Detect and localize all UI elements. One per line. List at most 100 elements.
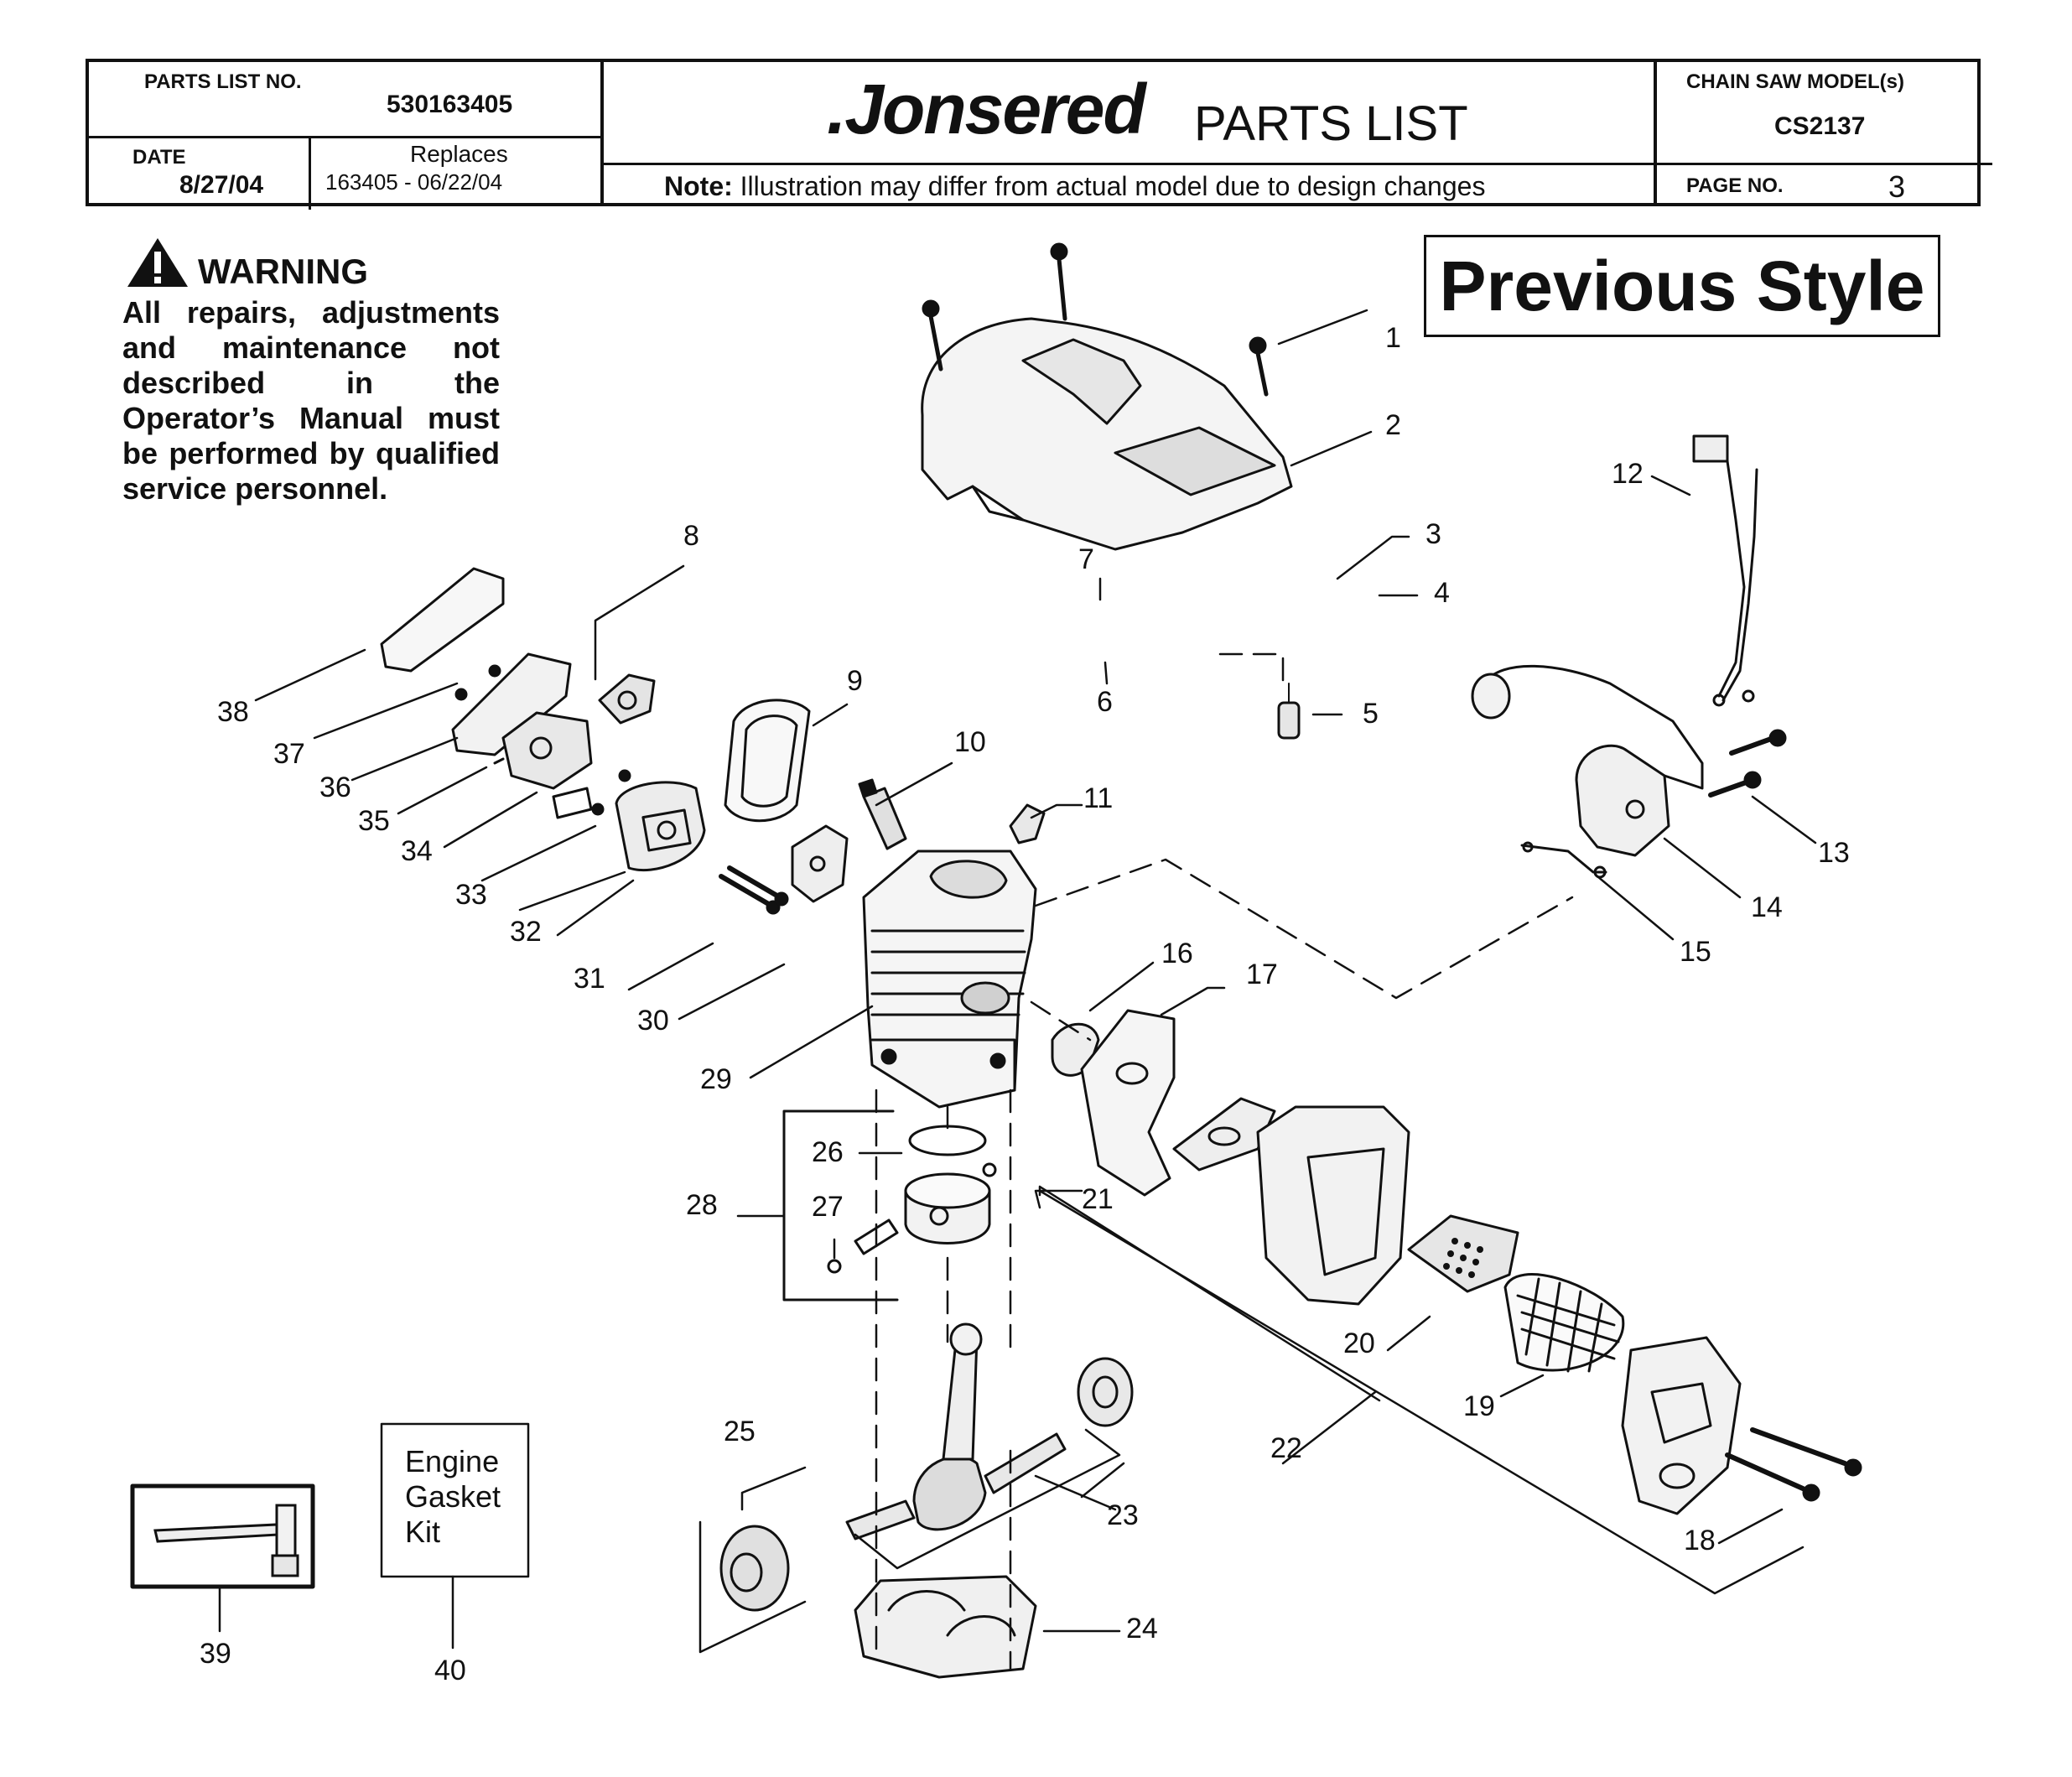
choke-part: [598, 673, 656, 725]
callout-5: 5: [1363, 698, 1379, 730]
header-divider: [600, 163, 1992, 165]
note-label: Note:: [664, 171, 733, 201]
model-label: CHAIN SAW MODEL(s): [1686, 70, 1904, 93]
callout-2: 2: [1385, 409, 1401, 441]
warning-body: All repairs, adjustments and maintenance…: [122, 295, 500, 506]
callout-17: 17: [1246, 959, 1278, 990]
spark-plug-part: [858, 778, 907, 850]
callout-3: 3: [1425, 518, 1441, 550]
callout-18: 18: [1684, 1525, 1716, 1556]
crankshaft-part: [845, 1322, 1067, 1541]
intake-boot-part: [724, 699, 811, 823]
callout-33: 33: [455, 879, 487, 911]
heat-shield-part: [1080, 1009, 1176, 1197]
callout-1: 1: [1385, 322, 1401, 354]
parts-list-no-label: PARTS LIST NO.: [144, 70, 302, 93]
callout-37: 37: [273, 738, 305, 770]
callout-10: 10: [954, 726, 986, 758]
callout-14: 14: [1751, 891, 1783, 923]
note: Note: Illustration may differ from actua…: [664, 171, 1485, 202]
warning-title: WARNING: [198, 252, 368, 291]
date-label: DATE: [132, 146, 186, 169]
muffler-cover-part: [1621, 1336, 1862, 1515]
cylinder-part: [862, 850, 1037, 1109]
callout-31: 31: [574, 963, 605, 995]
ignition-wires-part: [1692, 434, 1758, 707]
filter-holder-part: [451, 652, 572, 756]
carburetor-part: [493, 711, 593, 790]
small-spark-part: [1277, 683, 1301, 740]
note-text: Illustration may differ from actual mode…: [740, 171, 1486, 201]
callout-22: 22: [1270, 1432, 1302, 1464]
parts-list-header: PARTS LIST NO. 530163405 DATE 8/27/04 Re…: [86, 59, 1992, 210]
tool-box: [130, 1483, 315, 1589]
replaces-label: Replaces: [410, 141, 508, 167]
kit-label-line: Engine: [405, 1444, 500, 1478]
callout-12: 12: [1612, 458, 1644, 490]
crankshaft-bearing-part: [719, 1357, 1134, 1612]
warning-triangle-icon: [127, 238, 188, 287]
ignition-bolts-part: [1708, 729, 1787, 798]
callout-30: 30: [637, 1005, 669, 1037]
callout-27: 27: [812, 1191, 844, 1223]
callout-36: 36: [319, 772, 351, 803]
callout-32: 32: [510, 916, 542, 948]
callout-40: 40: [434, 1655, 466, 1686]
muffler-part: [1256, 1105, 1410, 1306]
spark-arrestor-screen-part: [1503, 1273, 1625, 1373]
piston-kit-bracket: [782, 1109, 899, 1302]
callout-8: 8: [683, 520, 699, 552]
top-cover-part: [921, 317, 1293, 551]
brand-logo: .Jonsered: [827, 70, 1146, 148]
callout-6: 6: [1097, 686, 1113, 718]
parts-list-no: 530163405: [387, 91, 513, 118]
replaces-value: 163405 - 06/22/04: [325, 169, 503, 195]
callout-20: 20: [1343, 1328, 1375, 1359]
kit-box: [380, 1422, 530, 1578]
spark-plug-boot-part: [1009, 803, 1046, 844]
page-number: 3: [1888, 169, 1906, 204]
page-title: PARTS LIST: [1194, 96, 1468, 151]
callout-24: 24: [1126, 1613, 1158, 1645]
header-divider: [600, 62, 604, 203]
scrench-tool-icon: [153, 1504, 299, 1577]
callout-4: 4: [1434, 577, 1450, 609]
kit-label-line: Gasket: [405, 1479, 501, 1514]
page-label: PAGE NO.: [1686, 174, 1784, 197]
callout-26: 26: [812, 1136, 844, 1168]
callout-28: 28: [686, 1189, 718, 1221]
callout-16: 16: [1161, 938, 1193, 969]
callout-15: 15: [1680, 936, 1711, 968]
callout-39: 39: [200, 1638, 231, 1670]
kit-label-line: Kit: [405, 1515, 441, 1549]
callout-34: 34: [401, 835, 433, 867]
callout-35: 35: [358, 805, 390, 837]
cylinder-gasket-part: [719, 824, 849, 915]
intake-flange-part: [552, 769, 706, 872]
callout-23: 23: [1107, 1499, 1139, 1531]
header-divider: [1654, 62, 1657, 203]
callout-38: 38: [217, 696, 249, 728]
callout-19: 19: [1463, 1390, 1495, 1422]
air-filter-part: [380, 567, 505, 673]
ground-lead-part: [1520, 841, 1607, 879]
callout-21: 21: [1082, 1183, 1114, 1215]
callout-9: 9: [847, 665, 863, 697]
ignition-module-part: [1471, 664, 1704, 857]
engine-gasket-kit-label: Engine Gasket Kit: [405, 1444, 501, 1550]
piston-part: [827, 1125, 997, 1274]
header-divider: [89, 136, 600, 138]
cover-screws-part: [922, 242, 1269, 397]
header-divider: [309, 136, 311, 210]
callout-7: 7: [1078, 543, 1094, 575]
spark-arrestor-plate-part: [1407, 1214, 1519, 1293]
callout-25: 25: [724, 1416, 756, 1447]
date-value: 8/27/04: [179, 171, 264, 199]
callout-11: 11: [1083, 782, 1114, 814]
model-value: CS2137: [1774, 112, 1866, 140]
callout-13: 13: [1818, 837, 1850, 869]
crankcase-part: [854, 1575, 1037, 1679]
callout-29: 29: [700, 1063, 732, 1095]
style-label: Previous Style: [1424, 235, 1940, 337]
